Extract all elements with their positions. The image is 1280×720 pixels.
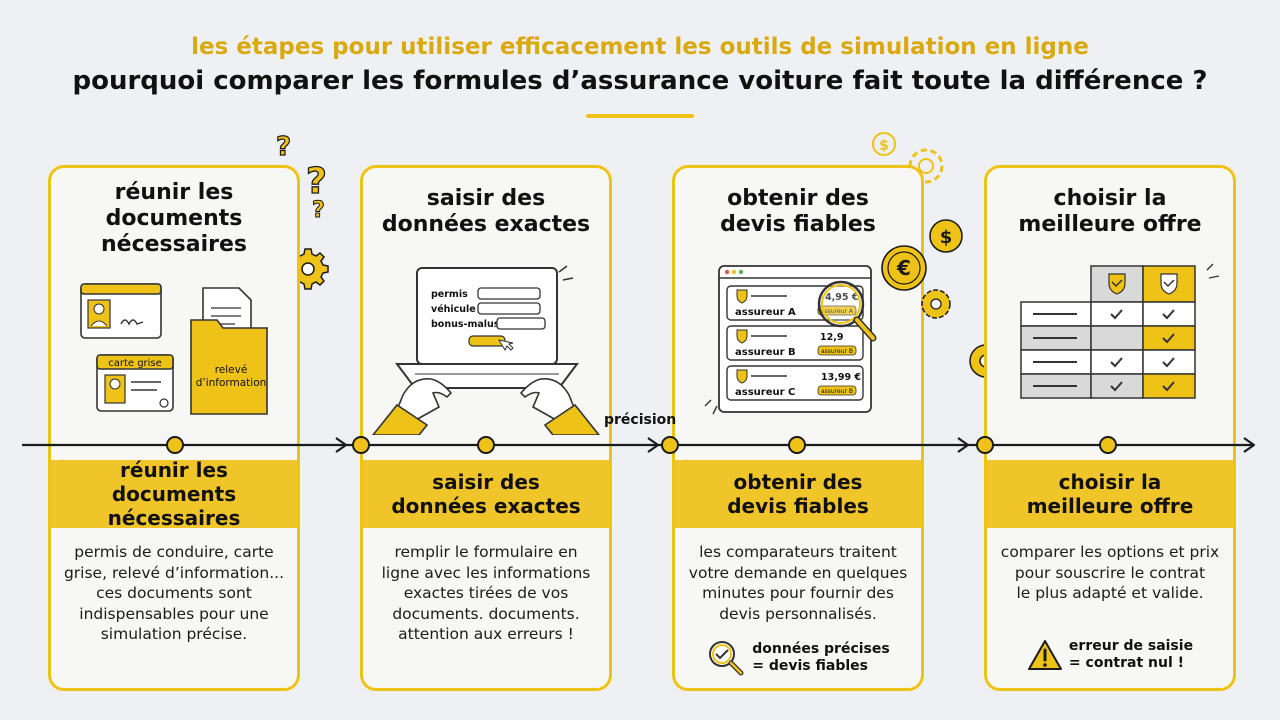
- timeline-arrow: [22, 436, 1256, 454]
- quote-price: 4,95 €: [825, 292, 858, 303]
- quote-tag: assureur B: [821, 388, 853, 395]
- step-card-quotes: obtenir des devis fiables assureur A 4,9…: [672, 165, 924, 691]
- question-marks-icon: ? ? ?: [275, 131, 327, 220]
- sparkle-icon: [558, 265, 574, 281]
- field-label-permis: permis: [431, 289, 468, 300]
- svg-text:€: €: [896, 256, 911, 280]
- sparkle-icon: [1206, 263, 1220, 279]
- quote-price: 13,99 €: [821, 372, 861, 383]
- page-title: pourquoi comparer les formules d’assuran…: [72, 66, 1208, 96]
- euro-coin-icon: €: [881, 245, 927, 291]
- step-title: obtenir des devis fiables: [720, 186, 876, 237]
- timeline-node: [1099, 436, 1117, 454]
- quote-tag: assureur B: [821, 348, 853, 355]
- magnifier-icon: [817, 280, 877, 342]
- svg-text:$: $: [940, 227, 953, 248]
- quotes-window-illustration: assureur A 4,95 € assureur A assureur B …: [704, 265, 877, 415]
- quote-row-c: assureur C 13,99 € assureur B: [726, 365, 864, 401]
- timeline-node: [661, 436, 679, 454]
- svg-text:$: $: [879, 138, 889, 154]
- step-description: comparer les options et prix pour souscr…: [1000, 543, 1220, 602]
- gear-icon: [921, 289, 951, 319]
- svg-text:?: ?: [312, 198, 325, 220]
- note-input-error: erreur de saisie = contrat nul !: [987, 638, 1233, 672]
- timeline-node: [352, 436, 370, 454]
- svg-text:?: ?: [276, 132, 291, 162]
- comparison-table: [1020, 265, 1196, 399]
- timeline-node: [166, 436, 184, 454]
- carte-grise-icon: carte grise: [96, 354, 174, 412]
- step-card-data-entry: saisir des données exactes permis véhicu…: [360, 165, 612, 691]
- quote-row-b: assureur B 12,9 assureur B: [726, 325, 864, 361]
- dollar-coin-icon: $: [929, 219, 963, 253]
- quote-insurer-name: assureur A: [735, 307, 796, 318]
- dollar-gear-icon: $: [872, 132, 944, 184]
- step-description: les comparateurs traitent votre demande …: [688, 543, 908, 623]
- folder-icon: relevé d’information: [190, 287, 268, 415]
- timeline-node: [788, 436, 806, 454]
- field-label-bonus-malus: bonus-malus: [431, 319, 500, 330]
- form-fields: permis véhicule bonus-malus: [431, 287, 546, 352]
- warning-icon: [1027, 640, 1062, 670]
- timeline-label: précision: [604, 412, 677, 428]
- step-description: permis de conduire, carte grise, relevé …: [63, 543, 285, 643]
- step-title: saisir des données exactes: [381, 186, 591, 237]
- step-title: réunir les documents nécessaires: [101, 180, 247, 257]
- quote-tag: assureur A: [821, 308, 854, 315]
- title-underline: [586, 114, 694, 118]
- quote-insurer-name: assureur B: [735, 347, 796, 358]
- timeline-node: [477, 436, 495, 454]
- laptop-form-illustration: permis véhicule bonus-malus: [371, 265, 601, 435]
- page-subtitle: les étapes pour utiliser efficacement le…: [191, 34, 1089, 60]
- folder-label-line: relevé: [215, 364, 248, 376]
- carte-grise-label: carte grise: [108, 358, 162, 369]
- step-title: choisir la meilleure offre: [1018, 186, 1202, 237]
- field-label-vehicule: véhicule: [431, 304, 476, 315]
- svg-text:?: ?: [306, 161, 327, 202]
- quote-row-a: assureur A 4,95 € assureur A: [726, 285, 864, 321]
- folder-label-line: d’information: [196, 377, 267, 389]
- note-precise-data: données précises = devis fiables: [675, 638, 921, 678]
- sparkle-icon: [704, 399, 718, 415]
- step-card-documents: réunir les documents nécessaires carte g…: [48, 165, 300, 691]
- id-card-icon: [80, 283, 162, 339]
- step-card-best-offer: choisir la meilleure offre: [984, 165, 1236, 691]
- hands-typing-icon: [371, 378, 601, 435]
- comparison-table-illustration: [1020, 263, 1220, 399]
- quote-insurer-name: assureur C: [735, 387, 795, 398]
- documents-illustration: carte grise relevé d’information: [80, 283, 268, 415]
- magnifier-check-icon: [709, 641, 744, 676]
- coin-icons: € $: [881, 219, 963, 291]
- timeline-node: [976, 436, 994, 454]
- step-description: remplir le formulaire en ligne avec les …: [381, 543, 591, 643]
- quote-price: 12,9: [820, 332, 843, 343]
